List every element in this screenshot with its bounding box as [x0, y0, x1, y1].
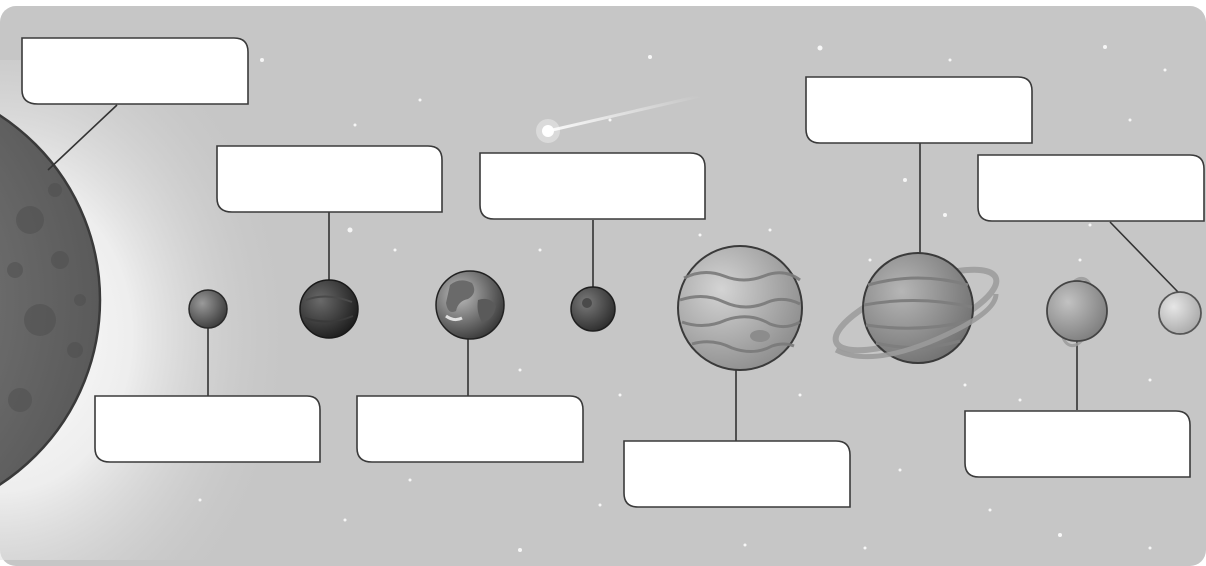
label-box-mars[interactable]: [480, 153, 705, 219]
mercury: [189, 290, 227, 328]
label-box-earth[interactable]: [357, 396, 583, 462]
label-box-jupiter[interactable]: [624, 441, 850, 507]
label-box-venus[interactable]: [217, 146, 442, 212]
label-box-sun[interactable]: [22, 38, 248, 104]
jupiter: [678, 246, 802, 370]
neptune: [1159, 292, 1201, 334]
label-box-saturn[interactable]: [806, 77, 1032, 143]
mars: [571, 287, 615, 331]
label-box-mercury[interactable]: [95, 396, 320, 462]
earth: [436, 271, 504, 339]
label-box-neptune[interactable]: [978, 155, 1204, 221]
label-box-uranus[interactable]: [965, 411, 1190, 477]
venus: [300, 280, 358, 338]
